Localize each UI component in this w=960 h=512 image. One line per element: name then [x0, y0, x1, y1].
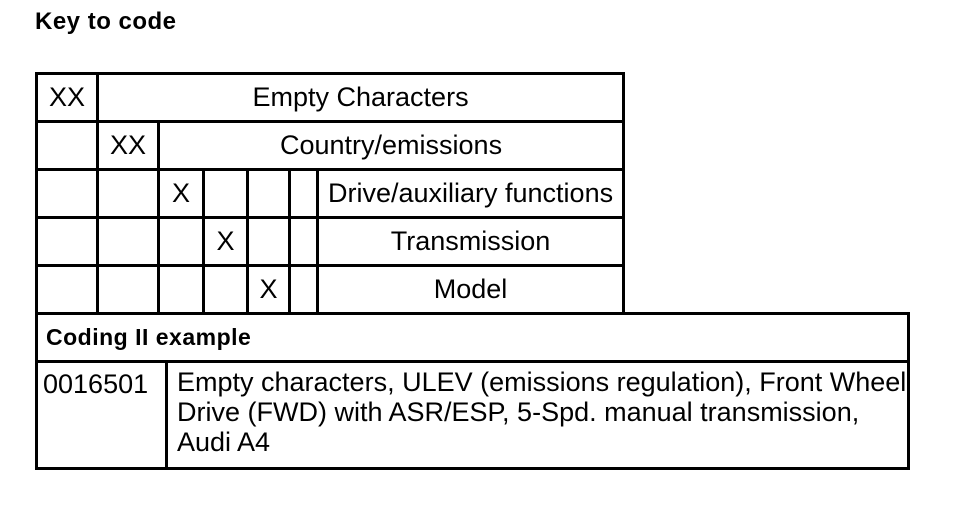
blank-cell	[202, 168, 249, 219]
label-cell-drive-auxiliary: Drive/auxiliary functions	[315, 168, 626, 219]
description-line-2: Drive (FWD) with ASR/ESP, 5-Spd. manual …	[177, 397, 860, 427]
blank-cell	[246, 216, 291, 267]
blank-cell	[246, 168, 291, 219]
blank-cell	[288, 216, 319, 267]
blank-cell	[35, 168, 99, 219]
blank-cell	[35, 264, 99, 315]
description-line-3: Audi A4	[177, 427, 271, 457]
code-cell-position-4: X	[202, 216, 249, 267]
key-to-code-table: XX Empty Characters XX Country/emissions…	[35, 72, 626, 315]
key-row-drive-auxiliary: X Drive/auxiliary functions	[35, 168, 626, 219]
blank-cell	[96, 264, 160, 315]
label-cell-country-emissions: Country/emissions	[156, 120, 626, 171]
blank-cell	[288, 168, 319, 219]
label-cell-model: Model	[315, 264, 626, 315]
blank-cell	[35, 120, 99, 171]
key-row-transmission: X Transmission	[35, 216, 626, 267]
code-cell-position-3: X	[157, 168, 205, 219]
example-code-cell: 0016501	[35, 360, 168, 470]
blank-cell	[202, 264, 249, 315]
blank-cell	[157, 216, 205, 267]
description-line-1: Empty characters, ULEV (emissions regula…	[177, 367, 907, 397]
example-header-row: Coding II example	[34, 312, 911, 363]
example-content-row: 0016501 Empty characters, ULEV (emission…	[35, 360, 911, 470]
code-cell-position-5: X	[246, 264, 291, 315]
coding-example-table: Coding II example 0016501 Empty characte…	[34, 312, 911, 470]
key-row-model: X Model	[35, 264, 626, 315]
code-cell-position-2: XX	[96, 120, 160, 171]
blank-cell	[157, 264, 205, 315]
example-description-cell: Empty characters, ULEV (emissions regula…	[164, 360, 911, 470]
key-row-empty-characters: XX Empty Characters	[35, 72, 626, 123]
label-cell-empty-characters: Empty Characters	[95, 72, 626, 123]
blank-cell	[96, 168, 160, 219]
code-cell-position-1: XX	[35, 72, 99, 123]
blank-cell	[288, 264, 319, 315]
key-row-country-emissions: XX Country/emissions	[35, 120, 626, 171]
label-cell-transmission: Transmission	[315, 216, 626, 267]
blank-cell	[96, 216, 160, 267]
blank-cell	[35, 216, 99, 267]
page-title: Key to code	[35, 8, 177, 35]
example-header-cell: Coding II example	[34, 312, 911, 363]
